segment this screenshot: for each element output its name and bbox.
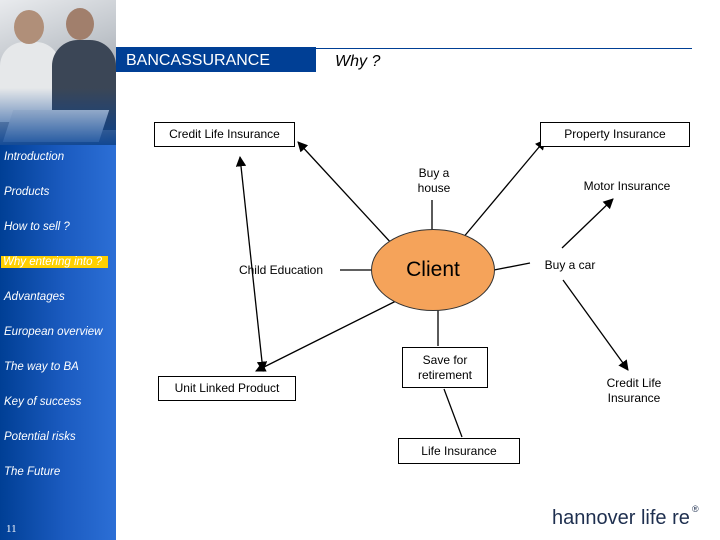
- nav-item-key-of-success[interactable]: Key of success: [4, 396, 82, 408]
- node-credit-life-insurance-bottom: Credit Life Insurance: [606, 376, 662, 405]
- nav-item-the-way-to-ba[interactable]: The way to BA: [4, 361, 79, 373]
- node-credit-life-insurance: Credit Life Insurance: [154, 122, 295, 147]
- node-property-insurance: Property Insurance: [540, 122, 690, 147]
- nav-item-why-entering-into[interactable]: Why entering into ?: [1, 256, 109, 268]
- arrow-to-credit-life: [297, 141, 406, 259]
- arrow-to-unit-linked: [255, 299, 399, 372]
- arrow-to-property: [461, 139, 546, 240]
- nav-item-potential-risks[interactable]: Potential risks: [4, 431, 76, 443]
- arrow-to-credit-life-bottom: [562, 279, 629, 371]
- hannover-logo: hannover life re: [552, 507, 690, 529]
- header-divider: [316, 48, 692, 49]
- section-banner: [116, 47, 316, 72]
- section-title: BANCASSURANCE: [126, 52, 271, 69]
- nav-item-advantages[interactable]: Advantages: [4, 291, 65, 303]
- registered-mark: ®: [692, 504, 699, 514]
- header-photo: [0, 0, 116, 145]
- node-motor-insurance: Motor Insurance: [583, 178, 671, 193]
- arrow-to-motor: [561, 198, 614, 249]
- nav-item-european-overview[interactable]: European overview: [4, 326, 103, 338]
- node-save-for-retirement: Save for retirement: [402, 347, 488, 388]
- node-client: Client: [371, 229, 495, 311]
- node-buy-a-car: Buy a car: [544, 258, 596, 272]
- nav-item-how-to-sell[interactable]: How to sell ?: [4, 221, 70, 233]
- node-unit-linked-product: Unit Linked Product: [158, 376, 296, 401]
- node-life-insurance: Life Insurance: [398, 438, 520, 464]
- node-buy-a-house: Buy a house: [417, 166, 451, 195]
- line-life-insurance: [443, 388, 463, 438]
- nav-item-introduction[interactable]: Introduction: [4, 151, 65, 163]
- arrow-credit-life-unit-linked: [235, 155, 268, 373]
- page-number: 11: [6, 523, 17, 535]
- line-buy-car: [493, 262, 531, 271]
- page-subtitle: Why ?: [335, 53, 381, 70]
- nav-item-products[interactable]: Products: [4, 186, 50, 198]
- nav-item-the-future[interactable]: The Future: [4, 466, 61, 478]
- node-child-education: Child Education: [238, 262, 324, 277]
